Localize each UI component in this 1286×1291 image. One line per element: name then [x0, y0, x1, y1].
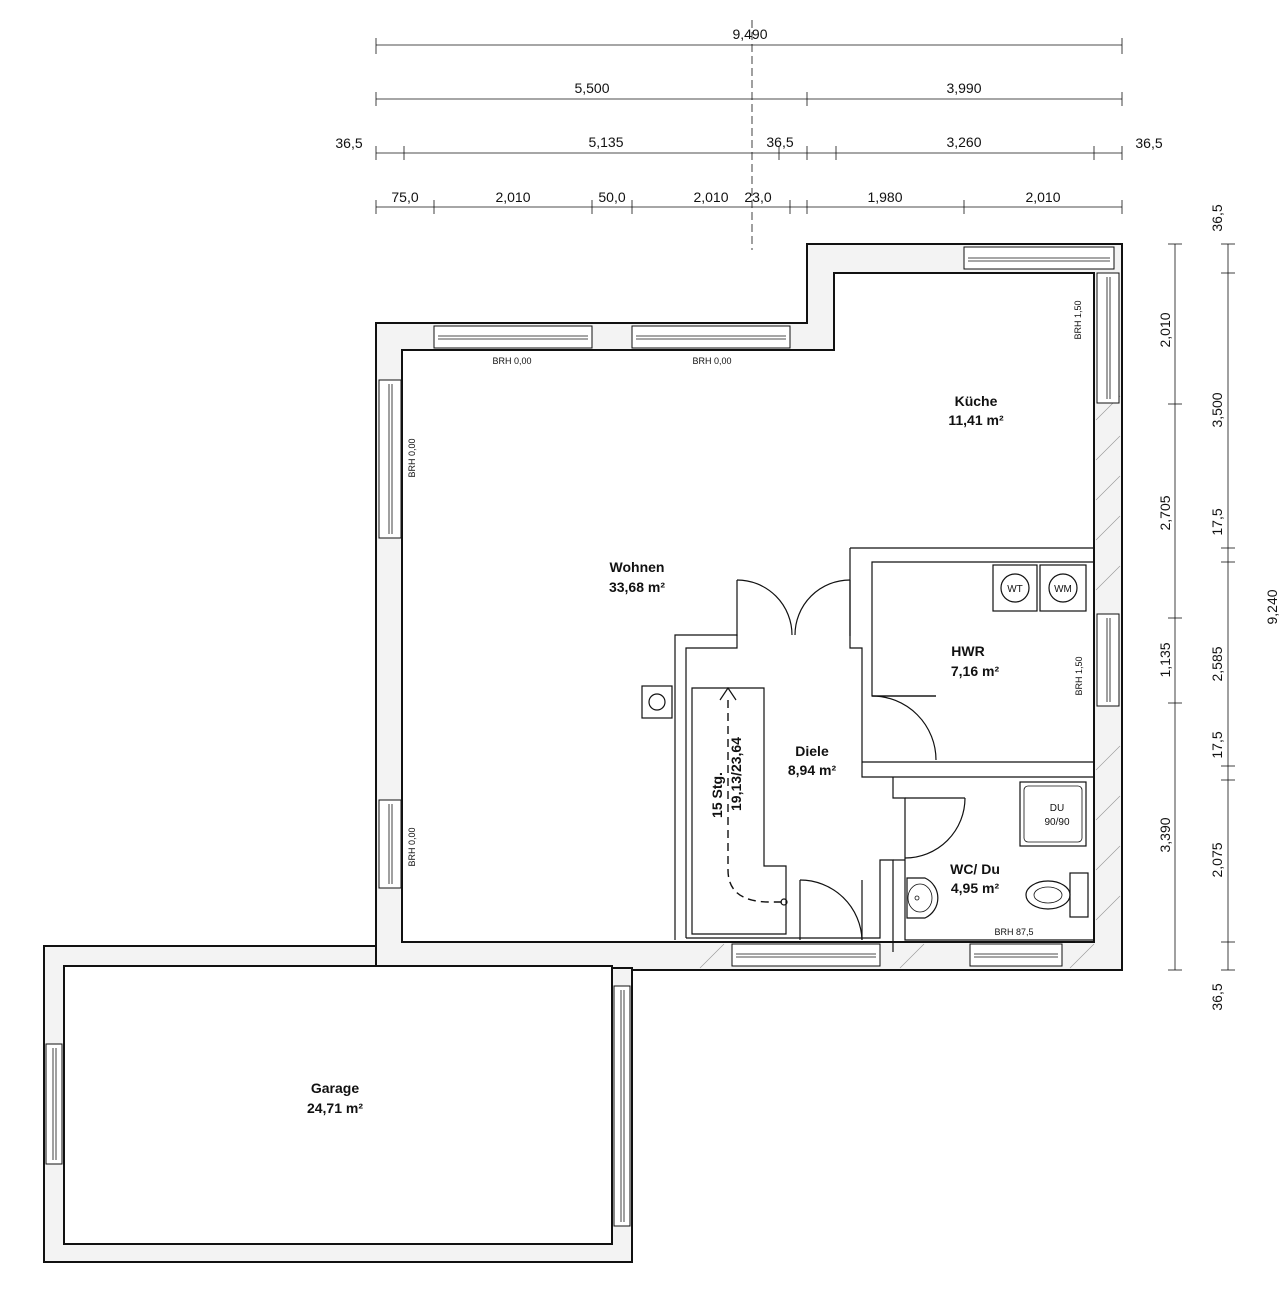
washer: [1039, 564, 1087, 612]
dim-top-row3-2: 36,5: [766, 134, 793, 150]
brh-top-2: BRH 0,00: [692, 356, 731, 366]
du-label: DU: [1050, 803, 1064, 814]
windows: [378, 246, 1120, 967]
room-wohnen-area: 33,68 m²: [609, 579, 665, 595]
brh-labels: BRH 0,00 BRH 0,00 BRH 0,00 BRH 0,00 BRH …: [407, 300, 1084, 937]
top-dimensions: 9,490 5,500 3,990 36,5 5,135 36,5 3,260 …: [335, 20, 1163, 250]
toilet-tank: [1069, 872, 1089, 918]
fixtures: WT WM DU 90/90: [641, 564, 1089, 919]
brh-top-1: BRH 0,00: [492, 356, 531, 366]
stairs: 15 Stg. 19,13/23,64: [691, 686, 788, 935]
dim-right-outer-2: 17,5: [1209, 508, 1225, 535]
dim-right-inner-3: 3,390: [1157, 817, 1173, 852]
dim-top-row3-1: 5,135: [588, 134, 623, 150]
window-top-2: [631, 325, 791, 349]
room-kueche-name: Küche: [955, 393, 998, 409]
brh-hwr: BRH 1,50: [1074, 656, 1084, 695]
window-top-1: [433, 325, 593, 349]
dim-top-row2-0: 5,500: [574, 80, 609, 96]
window-left-2: [378, 799, 402, 889]
dryer: [992, 564, 1038, 612]
window-diele-bottom: [731, 943, 881, 967]
room-garage-area: 24,71 m²: [307, 1100, 363, 1116]
dim-top-row4-2: 50,0: [598, 189, 625, 205]
dim-right-outer-1: 3,500: [1209, 392, 1225, 427]
window-kueche-right: [1096, 272, 1120, 404]
dim-top-row4-5: 1,980: [867, 189, 902, 205]
brh-kueche: BRH 1,50: [1073, 300, 1083, 339]
dim-top-total: 9,490: [732, 26, 767, 42]
garage: Garage 24,71 m²: [43, 945, 633, 1263]
brh-left-1: BRH 0,00: [407, 438, 417, 477]
dim-right-outer-0: 36,5: [1209, 204, 1225, 231]
doors: [736, 579, 966, 941]
dim-top-row4-3: 2,010: [693, 189, 728, 205]
dim-top-row3-4: 36,5: [1135, 135, 1162, 151]
stairs-label-2: 19,13/23,64: [728, 737, 744, 811]
dim-right-outer-3: 2,585: [1209, 646, 1225, 681]
room-diele-name: Diele: [795, 743, 829, 759]
du-size-label: 90/90: [1044, 817, 1069, 828]
dim-top-row4-1: 2,010: [495, 189, 530, 205]
window-left-1: [378, 379, 402, 539]
chimney: [641, 685, 673, 719]
window-garage-right: [613, 985, 631, 1227]
window-garage-left: [45, 1043, 63, 1165]
window-hwr-right: [1096, 613, 1120, 707]
room-labels: Küche 11,41 m² Wohnen 33,68 m² HWR 7,16 …: [609, 393, 1004, 896]
brh-wc: BRH 87,5: [994, 927, 1033, 937]
window-wc-bottom: [969, 943, 1063, 967]
dim-right-outer-4: 17,5: [1209, 731, 1225, 758]
room-hwr-area: 7,16 m²: [951, 663, 1000, 679]
house-walls: [375, 243, 1123, 971]
right-dimensions: 2,010 2,705 1,135 3,390 36,5 3,500 17,5 …: [1157, 204, 1280, 1010]
dim-right-outer-5: 2,075: [1209, 842, 1225, 877]
wash-basin: [906, 877, 939, 919]
room-garage-name: Garage: [311, 1080, 359, 1096]
dim-right-inner-0: 2,010: [1157, 312, 1173, 347]
toilet-bowl: [1025, 880, 1071, 910]
dim-right-outer-6: 36,5: [1209, 983, 1225, 1010]
dim-top-row4-4: 23,0: [744, 189, 771, 205]
wt-label: WT: [1007, 584, 1023, 595]
dim-top-row4-6: 2,010: [1025, 189, 1060, 205]
dim-right-total: 9,240: [1264, 589, 1280, 624]
room-kueche-area: 11,41 m²: [948, 412, 1004, 428]
dim-top-row3-0: 36,5: [335, 135, 362, 151]
room-hwr-name: HWR: [951, 643, 984, 659]
dim-right-inner-2: 1,135: [1157, 642, 1173, 677]
brh-left-2: BRH 0,00: [407, 827, 417, 866]
dim-top-row4-0: 75,0: [391, 189, 418, 205]
dim-right-inner-1: 2,705: [1157, 495, 1173, 530]
wm-label: WM: [1054, 584, 1072, 595]
dim-top-row3-3: 3,260: [946, 134, 981, 150]
dim-top-row2-1: 3,990: [946, 80, 981, 96]
room-wc-area: 4,95 m²: [951, 880, 1000, 896]
room-wohnen-name: Wohnen: [610, 559, 665, 575]
room-diele-area: 8,94 m²: [788, 762, 837, 778]
stairs-label-1: 15 Stg.: [709, 772, 725, 818]
shower: [1019, 781, 1087, 847]
room-wc-name: WC/ Du: [950, 861, 1000, 877]
